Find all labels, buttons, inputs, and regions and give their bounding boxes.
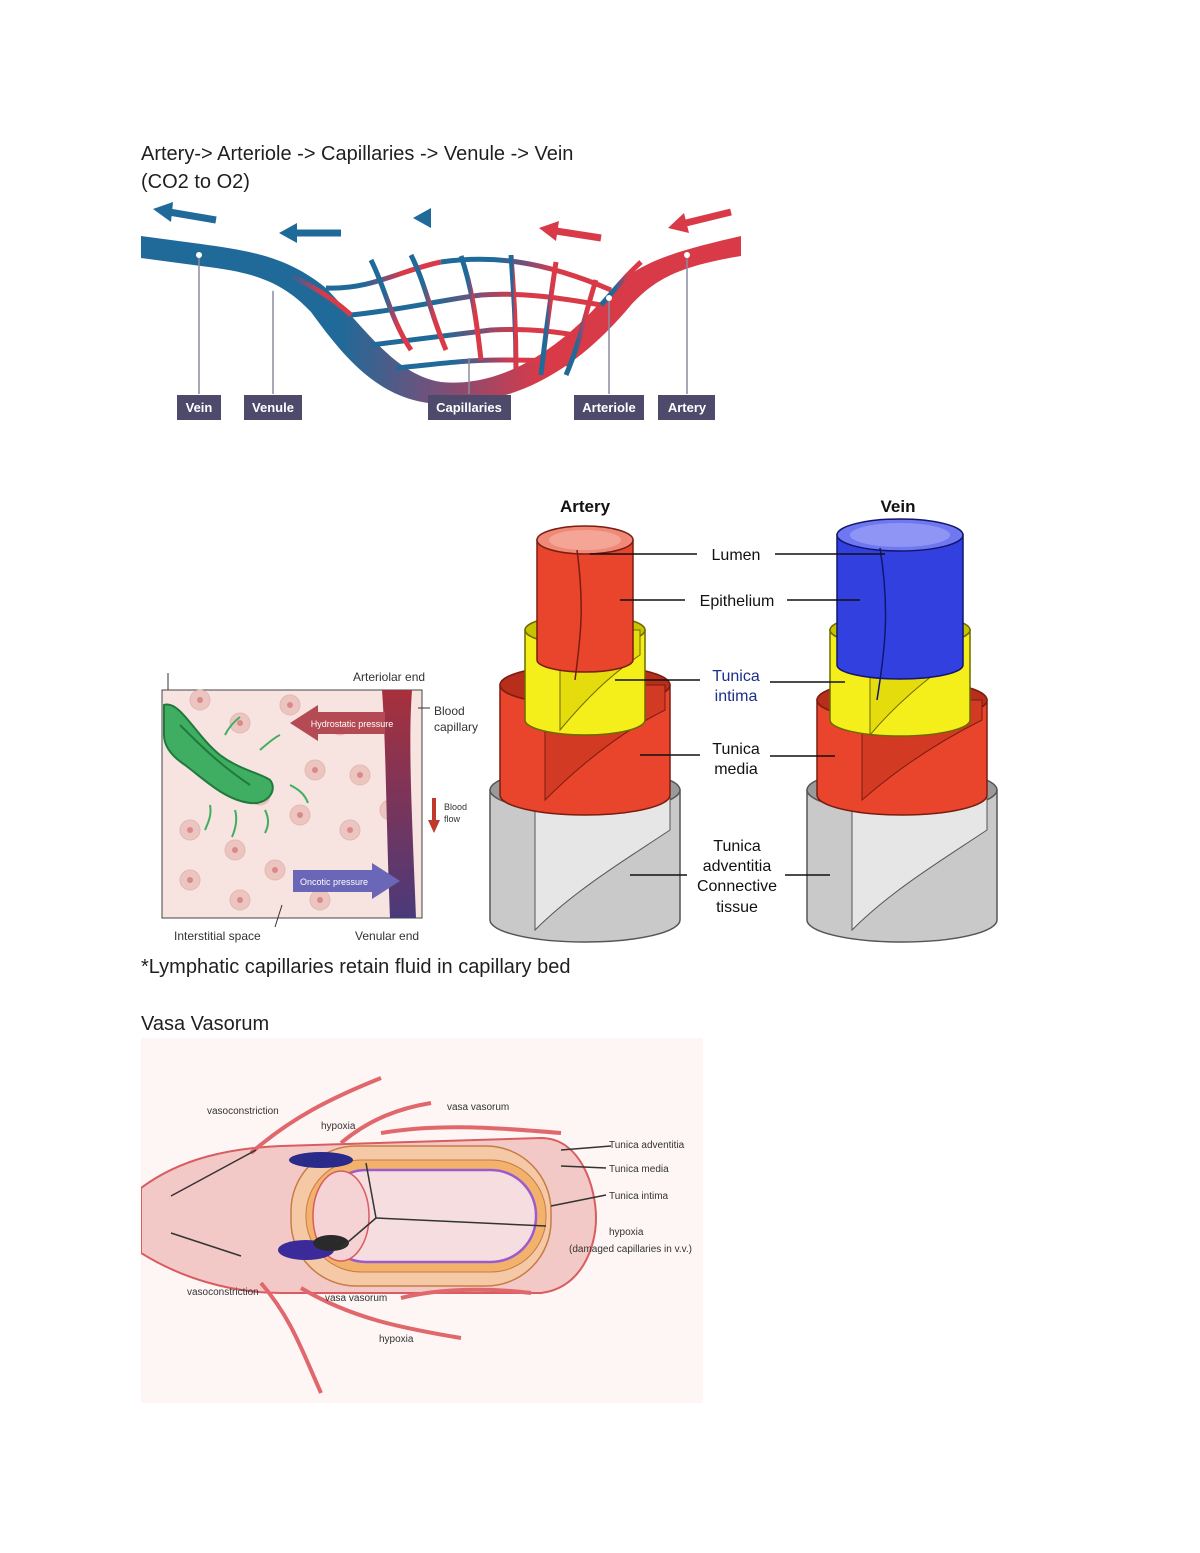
vasa-vasorum-bottom-label: vasa vasorum	[325, 1293, 387, 1304]
lymphatic-vessel	[163, 703, 274, 805]
flow-arrows	[153, 202, 732, 243]
vasa-vasorum-top-label: vasa vasorum	[447, 1102, 509, 1113]
capillaries-label: Capillaries	[436, 400, 502, 415]
hypoxia-top-label: hypoxia	[321, 1121, 356, 1132]
tunica-intima-label-1: Tunica	[712, 668, 760, 685]
epithelium-label: Epithelium	[700, 593, 775, 610]
vasa-vasorum-diagram: vasoconstriction hypoxia vasa vasorum Tu…	[141, 1038, 703, 1403]
capillaries-label-box	[428, 395, 511, 420]
blood-flow-label-2: flow	[444, 814, 461, 824]
flow-sequence-text: Artery-> Arteriole -> Capillaries -> Ven…	[141, 143, 574, 165]
arteriole-label-box	[574, 395, 644, 420]
tunica-adventitia-label-4: tissue	[716, 899, 758, 916]
tunica-intima-label-2: intima	[715, 688, 758, 705]
label-pointers	[198, 255, 688, 394]
venule-label-box	[244, 395, 302, 420]
vasoconstriction-top-label: vasoconstriction	[207, 1106, 279, 1117]
vein-cross-section	[806, 518, 998, 943]
damaged-capillaries-label: (damaged capillaries in v.v.)	[569, 1244, 692, 1255]
flow-note-text: (CO2 to O2)	[141, 171, 250, 193]
artery-cross-section	[489, 525, 681, 943]
vein-title: Vein	[881, 497, 916, 516]
tunica-intima-label: Tunica intima	[609, 1191, 669, 1202]
blood-capillary	[382, 690, 416, 918]
blood-capillary-label-1: Blood	[434, 704, 465, 718]
hydrostatic-pressure-label: Hydrostatic pressure	[311, 719, 394, 729]
tunica-media-label: Tunica media	[609, 1164, 669, 1175]
vessel-layers-diagram: Artery Vein Lumen Epithelium Tunica inti…	[489, 497, 998, 943]
venular-end-label: Venular end	[355, 929, 419, 943]
artery-title: Artery	[560, 497, 611, 516]
hypoxia-right-label: hypoxia	[609, 1227, 644, 1238]
damaged-capillaries	[278, 1152, 353, 1260]
tunica-media-label-1: Tunica	[712, 741, 760, 758]
capillary-bed-diagram: Vein Venule Capillaries Arteriole Artery	[141, 202, 741, 420]
tunica-media-label-2: media	[714, 761, 758, 778]
lumen-label: Lumen	[712, 547, 761, 564]
branch-vessels	[249, 1076, 562, 1394]
tunica-adventitia-label-2: adventitia	[703, 858, 772, 875]
hypoxia-bottom-label: hypoxia	[379, 1334, 414, 1345]
vasoconstriction-bottom-label: vasoconstriction	[187, 1287, 259, 1298]
capillary-network	[259, 253, 643, 376]
arteriolar-end-label: Arteriolar end	[353, 670, 425, 684]
vasa-vasorum-heading: Vasa Vasorum	[141, 1013, 270, 1035]
hydrostatic-arrow	[290, 705, 385, 741]
artery-label-box	[658, 395, 715, 420]
blood-flow-arrow	[428, 798, 440, 833]
artery-label: Artery	[668, 400, 707, 415]
venule-label: Venule	[252, 400, 294, 415]
arteriole-label: Arteriole	[582, 400, 635, 415]
vein-label-box	[177, 395, 221, 420]
blood-flow-label-1: Blood	[444, 802, 467, 812]
oncotic-pressure-label: Oncotic pressure	[300, 877, 368, 887]
lymphatic-note-text: *Lymphatic capillaries retain fluid in c…	[141, 956, 571, 978]
tunica-adventitia-label: Tunica adventitia	[609, 1140, 685, 1151]
capillary-pressure-diagram: Hydrostatic pressure Oncotic pressure Bl…	[161, 670, 478, 943]
interstitial-space-label: Interstitial space	[174, 929, 261, 943]
tunica-adventitia-label-1: Tunica	[713, 838, 761, 855]
tunica-adventitia-label-3: Connective	[697, 878, 777, 895]
vein-label: Vein	[186, 400, 213, 415]
blood-capillary-label-2: capillary	[434, 720, 478, 734]
oncotic-arrow	[293, 863, 400, 899]
layer-leaders	[590, 553, 885, 876]
